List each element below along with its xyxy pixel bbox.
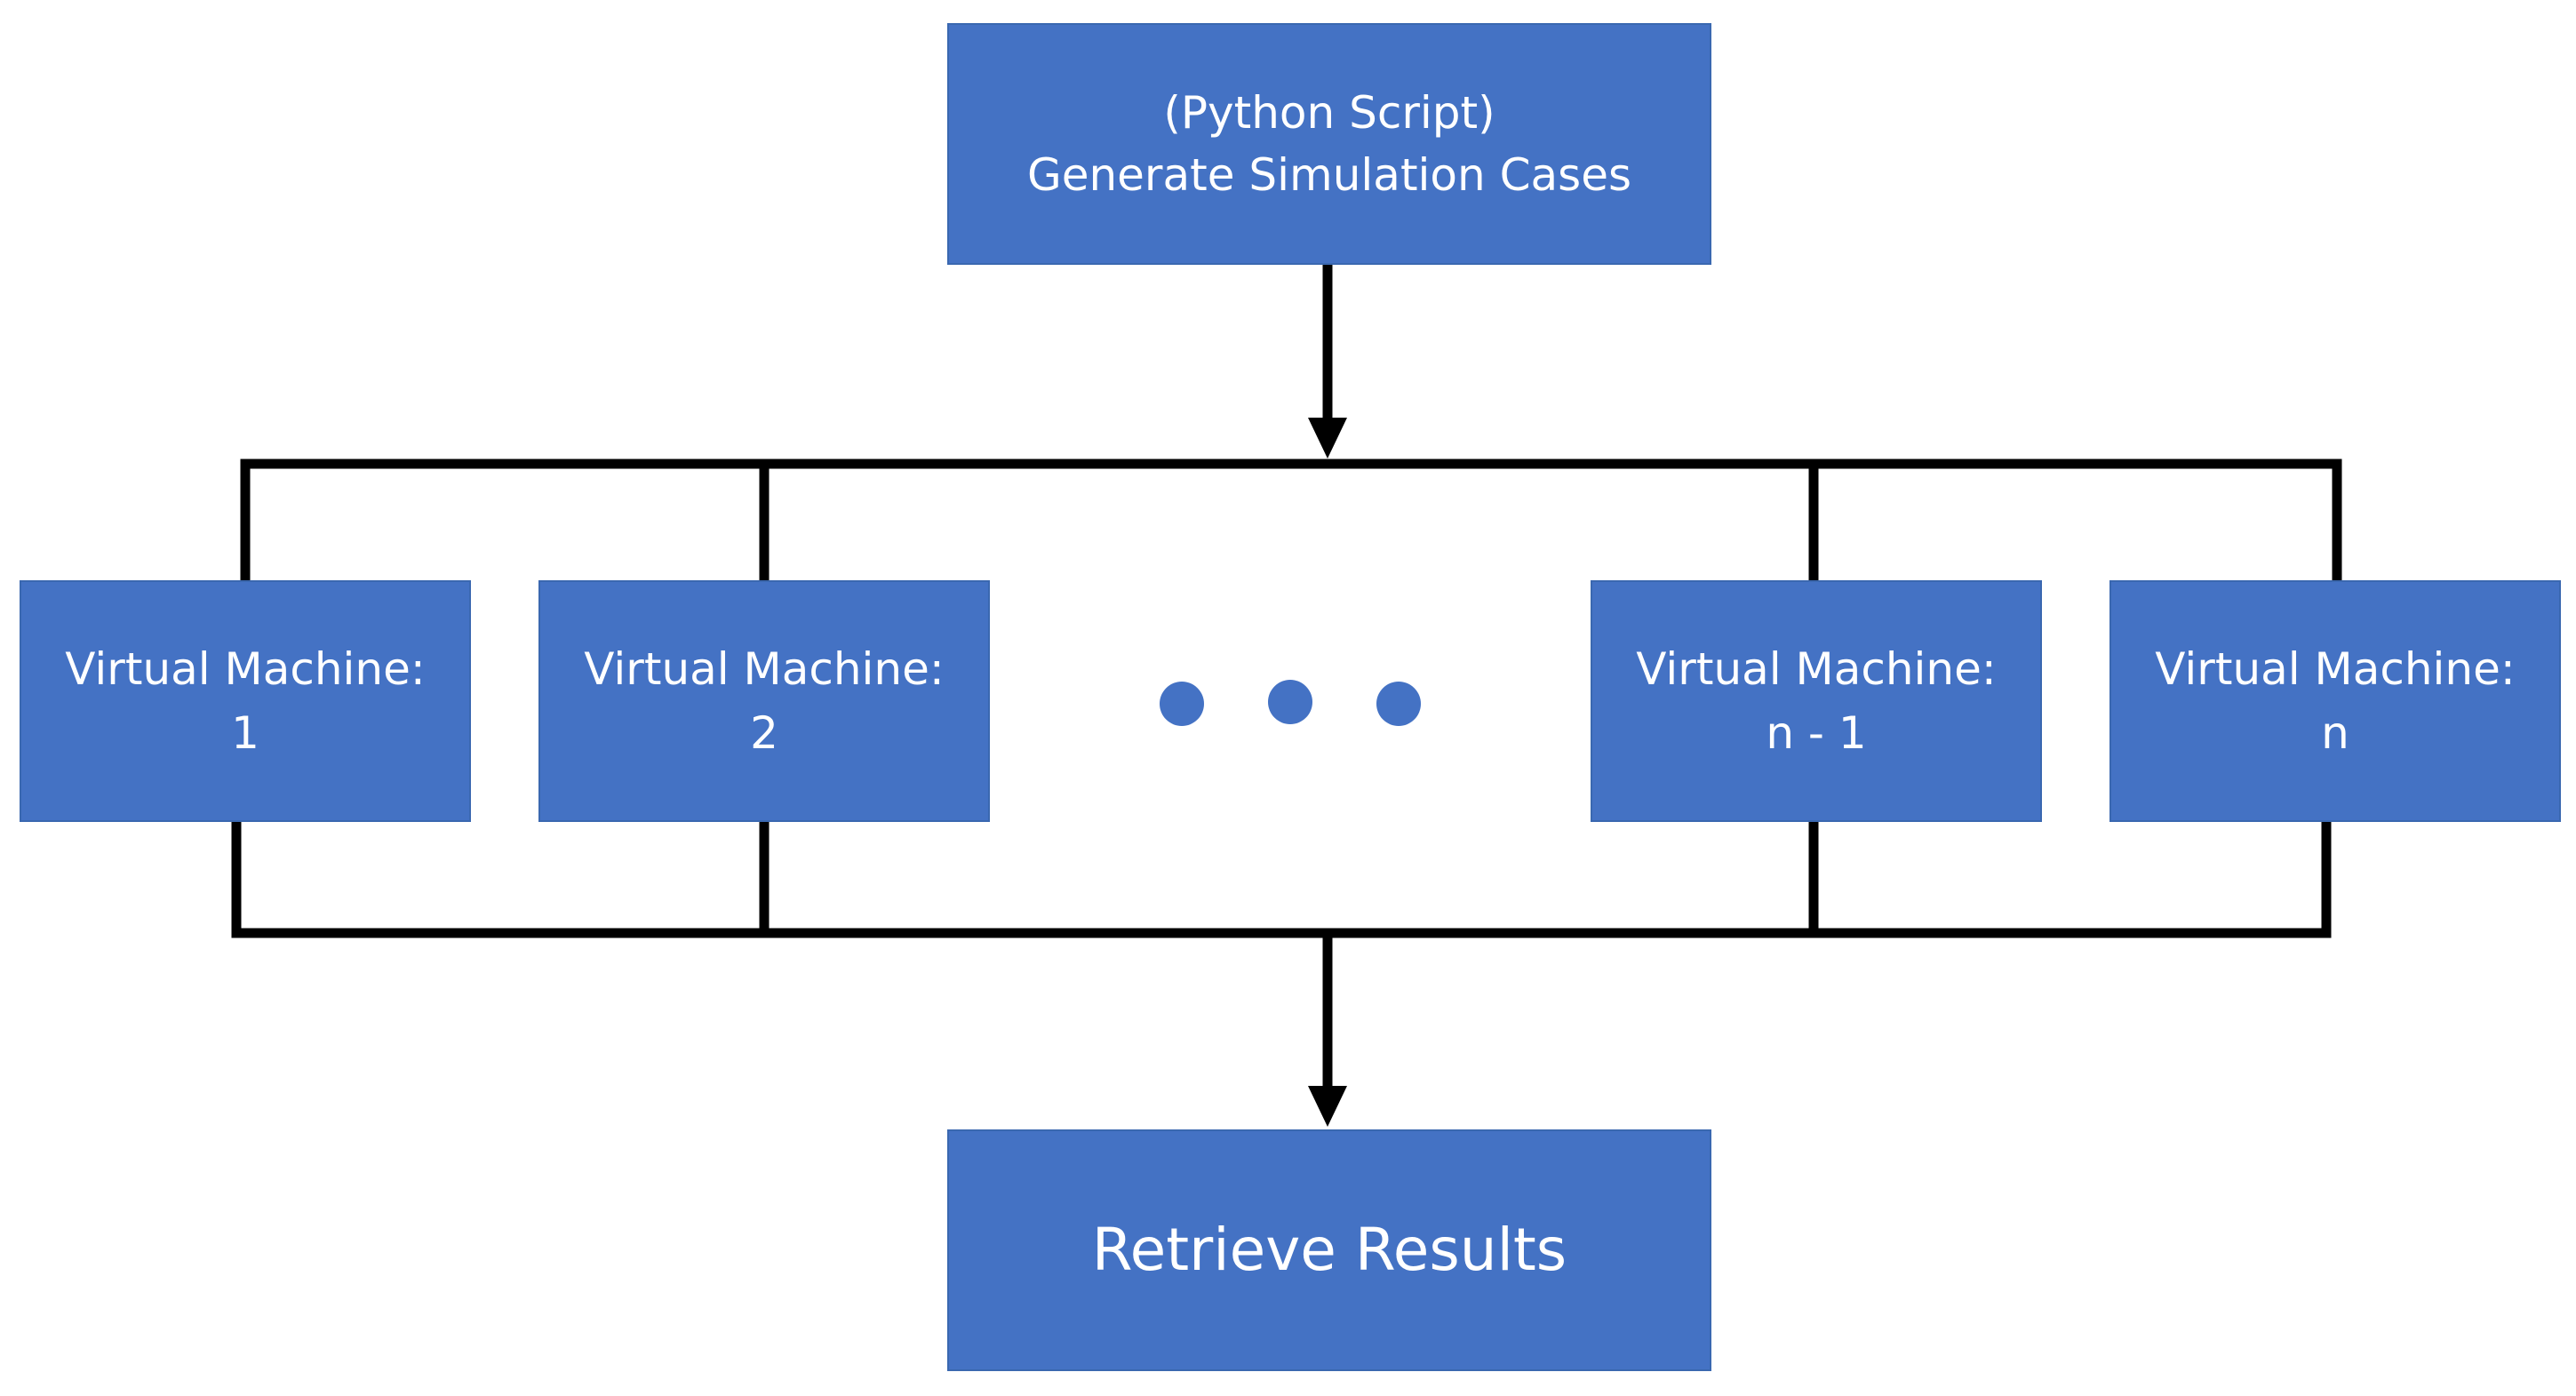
retrieve-results-box: Retrieve Results (947, 1129, 1711, 1371)
arrow-down-head-bottom (1308, 1086, 1347, 1127)
vm-id: n (2321, 707, 2349, 759)
vm-id: 1 (231, 707, 259, 759)
connector-lines (231, 265, 2342, 1086)
top-box-line-2: Generate Simulation Cases (1026, 149, 1632, 201)
arrow-down-head-top (1308, 418, 1347, 459)
ellipsis-dot-2 (1268, 680, 1312, 724)
ellipsis-dot-1 (1160, 682, 1204, 726)
vm-title: Virtual Machine: (584, 643, 945, 695)
virtual-machine-box-1: Virtual Machine: 1 (20, 580, 471, 822)
bottom-box-label: Retrieve Results (1091, 1216, 1567, 1284)
split-bus-line (240, 459, 2342, 580)
vm-title: Virtual Machine: (1636, 643, 1997, 695)
ellipsis-dot-3 (1376, 682, 1421, 726)
vm-id: n - 1 (1766, 707, 1867, 759)
vm-title: Virtual Machine: (65, 643, 426, 695)
virtual-machine-box-n-minus-1: Virtual Machine: n - 1 (1591, 580, 2042, 822)
generate-simulation-cases-box: (Python Script) Generate Simulation Case… (947, 23, 1711, 265)
virtual-machine-box-2: Virtual Machine: 2 (538, 580, 990, 822)
merge-bus-line (231, 822, 2332, 938)
virtual-machine-box-n: Virtual Machine: n (2109, 580, 2561, 822)
vm-title: Virtual Machine: (2155, 643, 2516, 695)
top-box-line-1: (Python Script) (1163, 87, 1495, 139)
vm-id: 2 (750, 707, 778, 759)
